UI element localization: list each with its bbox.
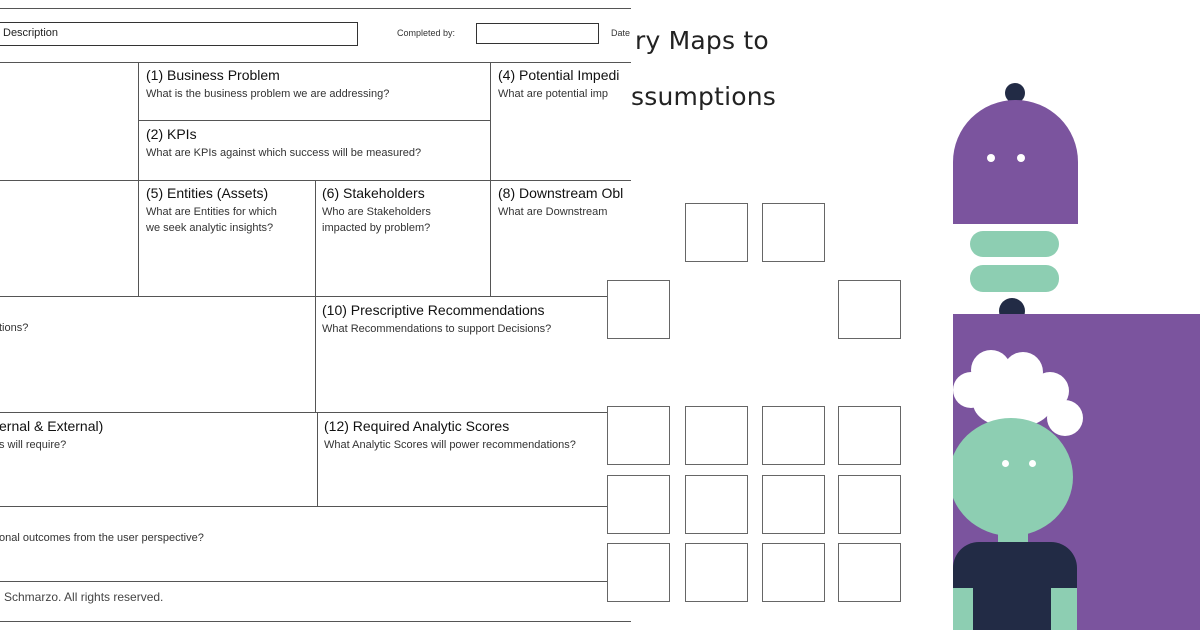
- cell-data-sources: ernal & External) s will require?: [0, 412, 318, 507]
- cell-downstream: (8) Downstream Obl What are Downstream: [490, 180, 631, 297]
- decisions-question: tions?: [0, 322, 29, 334]
- prescriptive-title: (10) Prescriptive Recommendations: [322, 302, 545, 318]
- outcomes-question: onal outcomes from the user perspective?: [0, 532, 204, 544]
- business-problem-question: What is the business problem we are addr…: [146, 88, 390, 100]
- person-arm-icon: [1051, 588, 1077, 630]
- person-face-icon: [953, 418, 1073, 536]
- story-card: [607, 543, 670, 602]
- story-card: [762, 406, 825, 465]
- cell-impediments: (4) Potential Impedi What are potential …: [490, 62, 631, 181]
- header-rule: [0, 8, 631, 9]
- curly-hair-icon: [953, 350, 1083, 450]
- person-eye-icon: [1029, 460, 1036, 467]
- cell-empty-left-top: [0, 62, 139, 181]
- story-card: [838, 475, 901, 534]
- cell-business-problem: (1) Business Problem What is the busines…: [138, 62, 491, 121]
- story-card: [685, 543, 748, 602]
- entities-title: (5) Entities (Assets): [146, 185, 269, 201]
- robot-eye-icon: [1017, 154, 1025, 162]
- robot-body-bar-icon: [970, 265, 1059, 292]
- robot-eye-icon: [987, 154, 995, 162]
- stakeholders-question-line2: impacted by problem?: [322, 222, 431, 234]
- story-card: [762, 203, 825, 262]
- kpis-title: (2) KPIs: [146, 126, 197, 142]
- description-field[interactable]: Description: [0, 22, 358, 46]
- analytics-canvas-form: Description Completed by: Date (1) Busin…: [0, 8, 631, 622]
- cell-outcomes: onal outcomes from the user perspective?: [0, 506, 631, 582]
- robot-body-bar-icon: [970, 231, 1059, 257]
- stakeholders-question-line1: Who are Stakeholders: [322, 206, 431, 218]
- prescriptive-question: What Recommendations to support Decision…: [322, 323, 552, 335]
- story-card: [762, 543, 825, 602]
- heading-line-1: ry Maps to: [635, 26, 769, 55]
- impediments-title: (4) Potential Impedi: [498, 67, 620, 83]
- analytic-scores-title: (12) Required Analytic Scores: [324, 418, 510, 434]
- cell-stakeholders: (6) Stakeholders Who are Stakeholders im…: [315, 180, 491, 297]
- analytic-scores-question: What Analytic Scores will power recommen…: [324, 439, 576, 451]
- person-arm-icon: [953, 588, 973, 630]
- story-card: [607, 406, 670, 465]
- cell-empty-left-mid: [0, 180, 139, 297]
- impediments-question: What are potential imp: [498, 88, 609, 100]
- kpis-question: What are KPIs against which success will…: [146, 147, 422, 159]
- data-sources-title: ernal & External): [0, 418, 104, 434]
- data-sources-question: s will require?: [0, 439, 67, 451]
- robot-head-icon: [953, 100, 1078, 224]
- story-maps-panel: ry Maps to ssumptions: [607, 0, 953, 630]
- story-card: [838, 406, 901, 465]
- stakeholders-title: (6) Stakeholders: [322, 185, 425, 201]
- story-card: [685, 475, 748, 534]
- cell-kpis: (2) KPIs What are KPIs against which suc…: [138, 120, 491, 181]
- story-card: [607, 280, 670, 339]
- cell-prescriptive-recommendations: (10) Prescriptive Recommendations What R…: [315, 296, 631, 413]
- entities-question-line2: we seek analytic insights?: [146, 222, 274, 234]
- story-card: [685, 203, 748, 262]
- copyright-footer: Schmarzo. All rights reserved.: [4, 590, 164, 604]
- story-card: [762, 475, 825, 534]
- completed-by-label: Completed by:: [397, 28, 456, 38]
- entities-question-line1: What are Entities for which: [146, 206, 277, 218]
- cell-decisions: tions?: [0, 296, 316, 413]
- character-illustration: [953, 0, 1200, 630]
- completed-by-field[interactable]: [476, 23, 599, 44]
- downstream-question: What are Downstream: [498, 206, 608, 218]
- story-card: [685, 406, 748, 465]
- cell-analytic-scores: (12) Required Analytic Scores What Analy…: [317, 412, 631, 507]
- story-card: [838, 543, 901, 602]
- story-card: [607, 475, 670, 534]
- heading-line-2: ssumptions: [631, 82, 777, 111]
- date-label: Date: [611, 28, 631, 38]
- downstream-title: (8) Downstream Obl: [498, 185, 624, 201]
- business-problem-title: (1) Business Problem: [146, 67, 280, 83]
- footer-rule: [0, 621, 631, 622]
- story-card: [838, 280, 901, 339]
- person-eye-icon: [1002, 460, 1009, 467]
- antenna-dot-icon: [1005, 83, 1025, 103]
- cell-entities: (5) Entities (Assets) What are Entities …: [138, 180, 316, 297]
